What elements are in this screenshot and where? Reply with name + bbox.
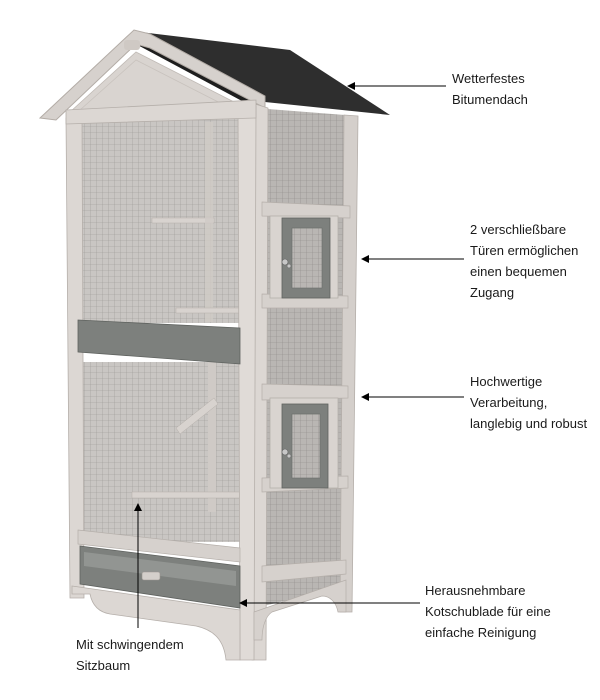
callout-perch: Mit schwingendem Sitzbaum	[76, 637, 184, 673]
upper-door	[269, 215, 339, 299]
aviary-illustration	[38, 29, 390, 661]
callout-arrows	[134, 82, 464, 628]
front-face	[65, 99, 347, 661]
side-wall	[251, 103, 359, 661]
dropping-drawer	[79, 545, 241, 609]
swinging-perch	[131, 362, 243, 512]
lower-door	[269, 397, 339, 489]
bitumen-roof	[38, 29, 390, 121]
callout-drawer: Herausnehmbare Kotschublade für eine ein…	[425, 583, 551, 640]
callout-quality: Hochwertige Verarbeitung, langlebig und …	[470, 374, 588, 431]
callout-doors: 2 verschließbare Türen ermöglichen einen…	[470, 222, 579, 300]
callout-roof: Wetterfestes Bitumendach	[452, 71, 528, 107]
